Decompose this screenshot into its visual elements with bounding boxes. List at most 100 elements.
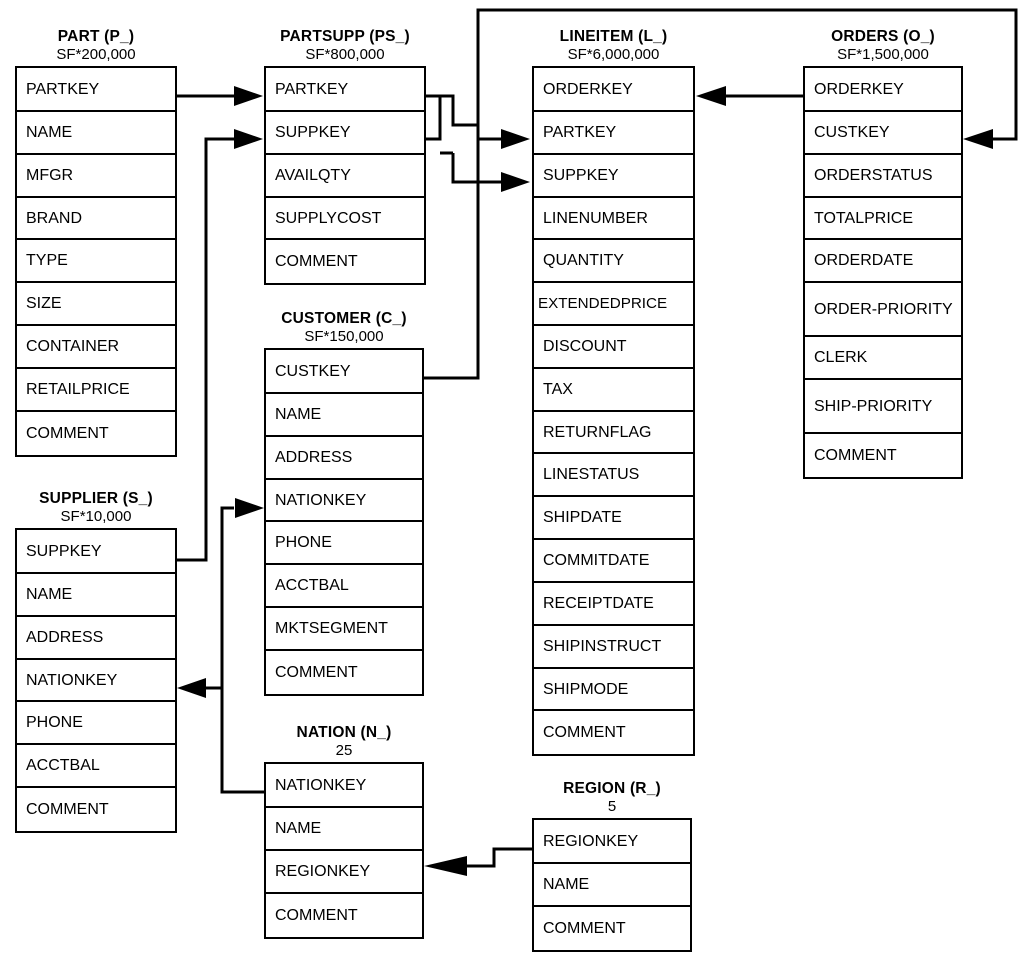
- entity-supplier: SUPPLIER (S_) SF*10,000 SUPPKEY NAME ADD…: [15, 490, 177, 833]
- attr-nation-comment: COMMENT: [266, 894, 422, 937]
- attr-part-comment: COMMENT: [17, 412, 175, 455]
- link-partsupp-partkey-to-lineitem-partkey: [426, 94, 530, 149]
- attr-lineitem-tax: TAX: [534, 369, 693, 412]
- attr-partsupp-comment: COMMENT: [266, 240, 424, 283]
- entity-nation-cardinality: 25: [335, 742, 353, 759]
- attr-region-comment: COMMENT: [534, 907, 690, 950]
- attr-orders-orderdate: ORDERDATE: [805, 240, 961, 283]
- link-supplier-suppkey-to-partsupp-suppkey: [177, 129, 263, 562]
- link-partsupp-suppkey-to-lineitem-suppkey: [426, 96, 530, 192]
- entity-orders-title: ORDERS (O_): [831, 28, 935, 45]
- attr-lineitem-partkey: PARTKEY: [534, 112, 693, 155]
- attr-orders-totalprice: TOTALPRICE: [805, 198, 961, 240]
- entity-nation-box: NATIONKEY NAME REGIONKEY COMMENT: [264, 762, 424, 939]
- attr-orders-clerk: CLERK: [805, 337, 961, 380]
- attr-lineitem-orderkey: ORDERKEY: [534, 68, 693, 112]
- attr-partsupp-partkey: PARTKEY: [266, 68, 424, 112]
- entity-orders-box: ORDERKEY CUSTKEY ORDERSTATUS TOTALPRICE …: [803, 66, 963, 479]
- entity-lineitem-box: ORDERKEY PARTKEY SUPPKEY LINENUMBER QUAN…: [532, 66, 695, 756]
- entity-customer-title: CUSTOMER (C_): [281, 310, 407, 327]
- attr-partsupp-supplycost: SUPPLYCOST: [266, 198, 424, 240]
- entity-supplier-box: SUPPKEY NAME ADDRESS NATIONKEY PHONE ACC…: [15, 528, 177, 833]
- entity-part: PART (P_) SF*200,000 PARTKEY NAME MFGR B…: [15, 28, 177, 457]
- attr-nation-nationkey: NATIONKEY: [266, 764, 422, 808]
- entity-partsupp-title: PARTSUPP (PS_): [280, 28, 410, 45]
- link-part-partkey-to-partsupp-partkey: [177, 86, 263, 106]
- entity-partsupp: PARTSUPP (PS_) SF*800,000 PARTKEY SUPPKE…: [264, 28, 426, 285]
- attr-nation-regionkey: REGIONKEY: [266, 851, 422, 894]
- link-nation-nationkey-to-supplier-nationkey: [177, 678, 222, 698]
- attr-customer-phone: PHONE: [266, 522, 422, 565]
- entity-partsupp-box: PARTKEY SUPPKEY AVAILQTY SUPPLYCOST COMM…: [264, 66, 426, 285]
- entity-region-title: REGION (R_): [563, 780, 661, 797]
- attr-lineitem-extendedprice: EXTENDEDPRICE: [534, 283, 693, 326]
- entity-orders-cardinality: SF*1,500,000: [837, 46, 929, 63]
- attr-customer-address: ADDRESS: [266, 437, 422, 480]
- attr-lineitem-receiptdate: RECEIPTDATE: [534, 583, 693, 626]
- attr-lineitem-linestatus: LINESTATUS: [534, 454, 693, 497]
- attr-supplier-nationkey: NATIONKEY: [17, 660, 175, 702]
- attr-supplier-suppkey: SUPPKEY: [17, 530, 175, 574]
- attr-part-brand: BRAND: [17, 198, 175, 240]
- entity-region-box: REGIONKEY NAME COMMENT: [532, 818, 692, 952]
- attr-orders-orderkey: ORDERKEY: [805, 68, 961, 112]
- attr-lineitem-shipmode: SHIPMODE: [534, 669, 693, 711]
- attr-customer-nationkey: NATIONKEY: [266, 480, 422, 522]
- entity-region: REGION (R_) 5 REGIONKEY NAME COMMENT: [532, 780, 692, 952]
- entity-part-box: PARTKEY NAME MFGR BRAND TYPE SIZE CONTAI…: [15, 66, 177, 457]
- entity-customer-cardinality: SF*150,000: [304, 328, 384, 345]
- attr-customer-comment: COMMENT: [266, 651, 422, 694]
- attr-nation-name: NAME: [266, 808, 422, 851]
- entity-customer-box: CUSTKEY NAME ADDRESS NATIONKEY PHONE ACC…: [264, 348, 424, 696]
- link-region-regionkey-to-nation-regionkey: [424, 847, 532, 876]
- attr-lineitem-shipdate: SHIPDATE: [534, 497, 693, 540]
- entity-nation: NATION (N_) 25 NATIONKEY NAME REGIONKEY …: [264, 724, 424, 939]
- entity-supplier-title: SUPPLIER (S_): [39, 490, 153, 507]
- entity-partsupp-cardinality: SF*800,000: [305, 46, 385, 63]
- attr-part-mfgr: MFGR: [17, 155, 175, 198]
- attr-customer-custkey: CUSTKEY: [266, 350, 422, 394]
- attr-customer-mktsegment: MKTSEGMENT: [266, 608, 422, 651]
- attr-customer-name: NAME: [266, 394, 422, 437]
- attr-lineitem-quantity: QUANTITY: [534, 240, 693, 283]
- entity-supplier-cardinality: SF*10,000: [60, 508, 132, 525]
- attr-lineitem-shipinstruct: SHIPINSTRUCT: [534, 626, 693, 669]
- attr-lineitem-commitdate: COMMITDATE: [534, 540, 693, 583]
- attr-lineitem-returnflag: RETURNFLAG: [534, 412, 693, 454]
- attr-supplier-name: NAME: [17, 574, 175, 617]
- attr-part-name: NAME: [17, 112, 175, 155]
- attr-orders-comment: COMMENT: [805, 434, 961, 477]
- attr-orders-shippriority: SHIP-PRIORITY: [805, 380, 961, 434]
- entity-nation-title: NATION (N_): [296, 724, 392, 741]
- attr-orders-orderstatus: ORDERSTATUS: [805, 155, 961, 198]
- attr-lineitem-discount: DISCOUNT: [534, 326, 693, 369]
- attr-customer-acctbal: ACCTBAL: [266, 565, 422, 608]
- attr-part-container: CONTAINER: [17, 326, 175, 369]
- link-orders-orderkey-to-lineitem-orderkey: [696, 86, 803, 106]
- entity-orders: ORDERS (O_) SF*1,500,000 ORDERKEY CUSTKE…: [803, 28, 963, 479]
- attr-part-size: SIZE: [17, 283, 175, 326]
- entity-lineitem-title: LINEITEM (L_): [559, 28, 668, 45]
- attr-region-regionkey: REGIONKEY: [534, 820, 690, 864]
- link-nation-nationkey-to-customer-nationkey: [220, 498, 264, 794]
- attr-part-type: TYPE: [17, 240, 175, 283]
- attr-part-partkey: PARTKEY: [17, 68, 175, 112]
- attr-supplier-address: ADDRESS: [17, 617, 175, 660]
- entity-part-title: PART (P_): [57, 28, 135, 45]
- attr-partsupp-availqty: AVAILQTY: [266, 155, 424, 198]
- attr-orders-custkey: CUSTKEY: [805, 112, 961, 155]
- attr-part-retailprice: RETAILPRICE: [17, 369, 175, 412]
- attr-lineitem-suppkey: SUPPKEY: [534, 155, 693, 198]
- entity-region-cardinality: 5: [607, 798, 617, 815]
- attr-supplier-phone: PHONE: [17, 702, 175, 745]
- entity-lineitem-cardinality: SF*6,000,000: [567, 46, 660, 63]
- attr-partsupp-suppkey: SUPPKEY: [266, 112, 424, 155]
- entity-lineitem: LINEITEM (L_) SF*6,000,000 ORDERKEY PART…: [532, 28, 695, 756]
- attr-lineitem-linenumber: LINENUMBER: [534, 198, 693, 240]
- attr-lineitem-comment: COMMENT: [534, 711, 693, 754]
- entity-part-cardinality: SF*200,000: [56, 46, 136, 63]
- attr-supplier-comment: COMMENT: [17, 788, 175, 831]
- attr-supplier-acctbal: ACCTBAL: [17, 745, 175, 788]
- attr-orders-orderpriority: ORDER-PRIORITY: [805, 283, 961, 337]
